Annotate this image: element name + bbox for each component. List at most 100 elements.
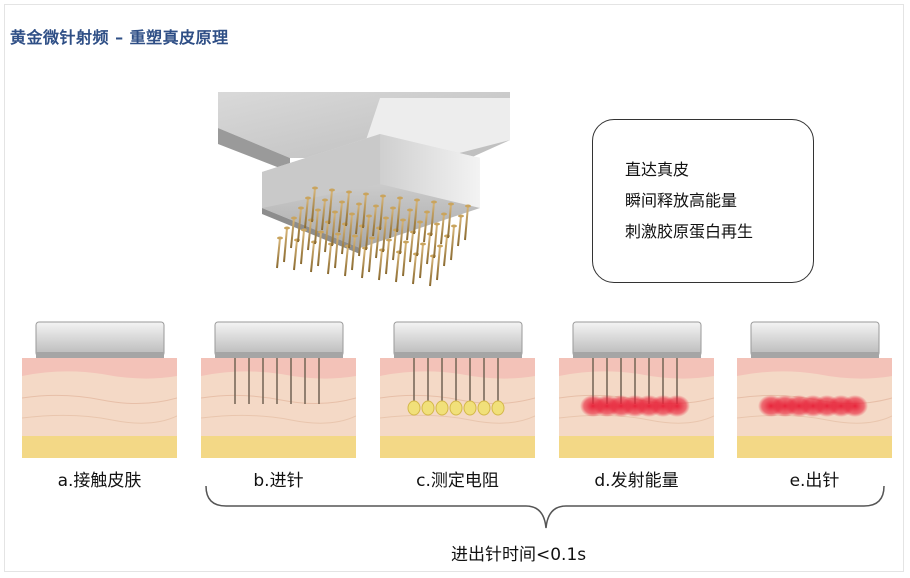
gold-needle (331, 211, 336, 247)
step-label: b.进针 (253, 471, 304, 491)
timing-brace (205, 485, 885, 529)
gold-needle-head (346, 190, 352, 194)
gold-needle-head (431, 200, 437, 204)
gold-needle (300, 229, 305, 265)
skin-texture (201, 394, 356, 405)
gold-needle (409, 231, 414, 263)
gold-needle (385, 239, 390, 275)
gold-needle (440, 213, 445, 245)
gold-needle-head (332, 210, 338, 214)
handpiece-tip-base (573, 352, 701, 358)
step-label: c.测定电阻 (416, 471, 499, 491)
skin-section-illustration (737, 321, 892, 458)
gold-needle (293, 239, 298, 271)
step-e-withdraw-needles (737, 318, 892, 458)
gold-needle-head (420, 242, 426, 246)
gold-needle (283, 227, 288, 263)
skin-section-illustration (380, 321, 535, 458)
gold-needle (392, 229, 397, 261)
gold-needle (396, 197, 401, 233)
timing-caption: 进出针时间<0.1s (451, 545, 587, 565)
gold-needle (389, 207, 394, 239)
resistance-sensor-glow (407, 400, 421, 416)
step-label: d.发射能量 (594, 471, 679, 491)
skin-epidermis (380, 358, 535, 379)
gold-needle (311, 187, 316, 223)
gold-needle-head (373, 204, 379, 208)
gold-needle (314, 209, 319, 245)
skin-texture (737, 414, 892, 424)
resistance-sensor-glow (463, 400, 477, 416)
gold-needle (355, 203, 360, 235)
gold-needle-head (369, 236, 375, 240)
gold-needle (327, 243, 332, 275)
skin-texture (201, 414, 356, 424)
rf-energy-zone (842, 395, 868, 417)
gold-needle (334, 233, 339, 269)
skin-texture (559, 414, 714, 424)
gold-needle (402, 241, 407, 277)
gold-needle (416, 221, 421, 257)
gold-needle-head (424, 210, 430, 214)
gold-needle-head (437, 244, 443, 248)
handpiece-tip-base (36, 352, 164, 358)
gold-needle (345, 191, 350, 227)
gold-needle-head (335, 232, 341, 236)
resistance-sensor-glow (491, 400, 505, 416)
gold-needle-array (276, 186, 471, 287)
microneedle-handpiece-illustration (218, 92, 510, 287)
gold-needle (375, 227, 380, 259)
gold-needle-head (352, 234, 358, 238)
callout-line: 直达真皮 (625, 160, 690, 179)
handpiece-tip (393, 321, 523, 357)
gold-needle (365, 215, 370, 251)
gold-needle (297, 207, 302, 243)
gold-needle (328, 189, 333, 225)
process-steps (0, 318, 910, 458)
gold-needle (379, 195, 384, 231)
gold-needle (310, 241, 315, 273)
resistance-sensor-glow (477, 400, 491, 416)
gold-needle (324, 221, 329, 253)
gold-needle (341, 223, 346, 255)
gold-needle (358, 225, 363, 257)
gold-needle-head (277, 236, 283, 240)
gold-needle (447, 203, 452, 239)
gold-needle (317, 231, 322, 267)
gold-needle-head (356, 202, 362, 206)
gold-needle (304, 197, 309, 229)
gold-needle (419, 243, 424, 279)
step-label: e.出针 (789, 471, 840, 491)
handpiece-tip-base (215, 352, 343, 358)
skin-epidermis (22, 358, 177, 379)
fat-layer (380, 436, 535, 458)
gold-needle (429, 255, 434, 287)
rf-energy-zone (664, 395, 690, 417)
gold-needle (361, 247, 366, 279)
gold-needle (290, 217, 295, 249)
handpiece-tip (214, 321, 344, 357)
handpiece-tip-base (751, 352, 879, 358)
gold-needle (372, 205, 377, 237)
gold-needle-head (400, 218, 406, 222)
gold-needle-head (417, 220, 423, 224)
gold-needle-head (329, 188, 335, 192)
gold-needle-head (451, 224, 457, 228)
fat-layer (201, 436, 356, 458)
skin-epidermis (737, 358, 892, 379)
fat-layer (737, 436, 892, 458)
gold-needle-head (414, 198, 420, 202)
callout-box: 直达真皮 瞬间释放高能量 刺激胶原蛋白再生 (592, 119, 814, 283)
gold-needle-head (318, 230, 324, 234)
gold-needle (436, 245, 441, 281)
handpiece-tip (35, 321, 165, 357)
gold-needle (382, 217, 387, 253)
gold-needle-head (386, 238, 392, 242)
gold-needle (378, 249, 383, 281)
gold-needle-head (312, 186, 318, 190)
callout-line: 瞬间释放高能量 (625, 191, 738, 210)
skin-section-illustration (22, 321, 177, 458)
skin-texture (380, 394, 535, 405)
gold-needle (348, 213, 353, 249)
gold-needle-head (397, 196, 403, 200)
